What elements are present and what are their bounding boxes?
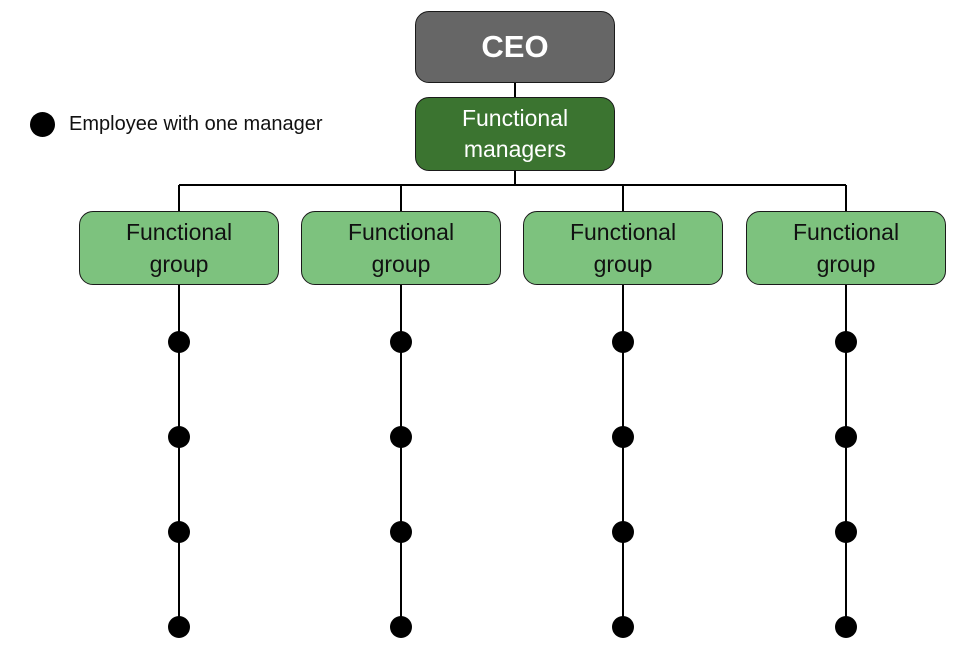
ceo-box: CEO bbox=[415, 11, 615, 83]
functional-group-label: Functional group bbox=[792, 219, 900, 277]
employee-dot bbox=[835, 616, 857, 638]
legend-employee-dot bbox=[30, 111, 55, 137]
employee-dot bbox=[612, 426, 634, 448]
employee-dot bbox=[168, 331, 190, 353]
employee-dot bbox=[390, 616, 412, 638]
functional-group-box-4: Functional group bbox=[746, 211, 946, 285]
legend-label: Employee with one manager bbox=[69, 112, 323, 135]
functional-group-box-1: Functional group bbox=[79, 211, 279, 285]
employee-dot bbox=[168, 521, 190, 543]
employee-dot bbox=[835, 331, 857, 353]
employee-dot bbox=[168, 426, 190, 448]
ceo-label: CEO bbox=[481, 29, 549, 64]
employee-dot bbox=[612, 331, 634, 353]
legend: Employee with one manager bbox=[30, 110, 322, 138]
functional-managers-box: Functional managers bbox=[415, 97, 615, 171]
functional-group-box-3: Functional group bbox=[523, 211, 723, 285]
employee-dot bbox=[390, 426, 412, 448]
employee-dot bbox=[390, 331, 412, 353]
employee-dot bbox=[168, 616, 190, 638]
functional-group-box-2: Functional group bbox=[301, 211, 501, 285]
employee-dots bbox=[168, 331, 857, 638]
functional-group-label: Functional group bbox=[347, 219, 455, 277]
employee-dot bbox=[612, 521, 634, 543]
employee-dot bbox=[612, 616, 634, 638]
employee-dot bbox=[835, 426, 857, 448]
employee-dot bbox=[390, 521, 412, 543]
employee-dot bbox=[835, 521, 857, 543]
functional-group-label: Functional group bbox=[569, 219, 677, 277]
functional-group-label: Functional group bbox=[125, 219, 233, 277]
functional-managers-label: Functional managers bbox=[461, 105, 569, 162]
